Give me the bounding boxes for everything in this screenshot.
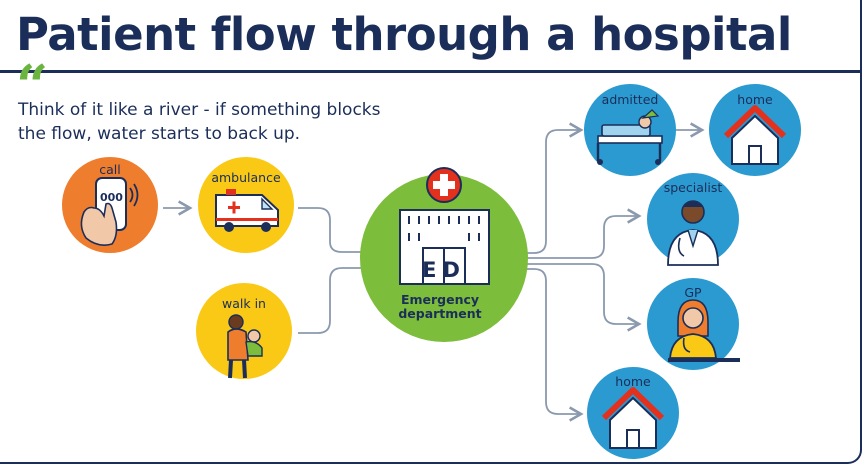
specialist-node [647,173,739,266]
person-carrying-child-icon [227,314,263,379]
home-bottom-label: home [615,374,651,389]
doctor-icon [667,200,719,266]
ed-label-line1: Emergency [400,292,480,307]
ambulance-icon [215,189,279,232]
ed-label-line2: department [398,306,482,321]
home-top-label: home [737,92,773,107]
call-digits: 000 [100,191,123,204]
hospital-building-icon: ED [399,209,490,285]
gp-doctor-icon [668,299,740,362]
flow-arrows [163,122,705,422]
arrow-walkin-to-ed [298,260,399,334]
home-top-node [709,84,801,176]
arrow-ed-to-specialist [520,208,642,259]
quote-text: Think of it like a river - if something … [18,100,381,144]
specialist-label: specialist [663,180,723,195]
page-title: Patient flow through a hospital [16,8,792,61]
walk-in-label: walk in [222,296,266,311]
arrow-ed-to-admitted [520,122,584,254]
house-icon [723,105,787,165]
ambulance-node [198,157,294,253]
title-divider [0,70,862,73]
call-label: call [99,162,121,177]
phone-icon [80,177,139,246]
emergency-department-node: ED [360,167,528,342]
ambulance-label: ambulance [211,170,281,185]
quote-icon: “ [16,53,49,119]
ed-sign: ED [422,258,466,282]
gp-label: GP [684,285,702,300]
walk-in-node [196,283,292,379]
arrow-ed-to-home [520,268,584,422]
call-node [62,157,158,253]
ed-label: Emergency department [380,293,500,321]
arrow-ambulance-to-ed [298,207,399,260]
arrow-ed-to-gp [520,263,642,332]
hospital-bed-icon [596,109,663,165]
admitted-node [584,84,676,176]
house-icon [601,387,665,449]
home-bottom-node [587,367,679,459]
gp-node [647,278,740,370]
red-cross-icon [426,167,462,203]
admitted-label: admitted [601,92,659,107]
